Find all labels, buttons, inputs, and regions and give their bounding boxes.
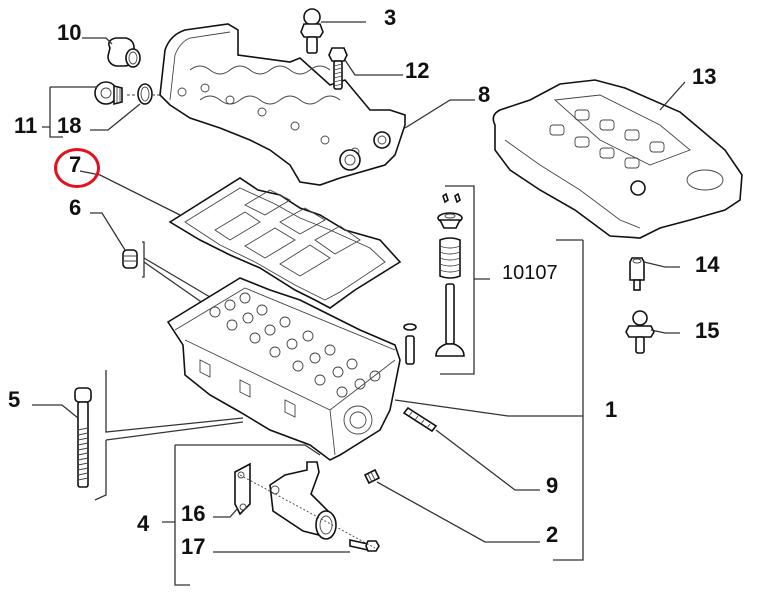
part-2-plug[interactable] xyxy=(363,468,381,485)
callout-10[interactable]: 10 xyxy=(57,20,82,45)
part-10-sealing-plug[interactable] xyxy=(107,37,141,68)
part-14-spacer-nut[interactable] xyxy=(629,257,645,291)
part-16-gasket[interactable] xyxy=(234,462,251,516)
callout-7[interactable]: 7 xyxy=(69,152,82,177)
part-4-thermostat-housing[interactable] xyxy=(269,461,337,540)
part-11-plug[interactable] xyxy=(94,81,123,106)
part-7-gasket[interactable] xyxy=(168,177,402,309)
part-8-camshaft-housing[interactable] xyxy=(159,23,406,186)
part-6-dowel-sleeve[interactable] xyxy=(122,249,138,269)
callout-13[interactable]: 13 xyxy=(692,64,717,89)
part-15-ball-stud[interactable] xyxy=(625,310,655,354)
part-13-engine-cover[interactable] xyxy=(492,79,743,239)
callout-11[interactable]: 11 xyxy=(14,113,38,138)
callout-17[interactable]: 17 xyxy=(181,534,206,559)
highlight-ring-7 xyxy=(54,148,100,188)
callout-8[interactable]: 8 xyxy=(478,82,491,107)
part-17-bolt[interactable] xyxy=(349,539,380,552)
callout-2[interactable]: 2 xyxy=(546,522,559,547)
callout-12[interactable]: 12 xyxy=(405,58,430,83)
part-5-head-bolt[interactable] xyxy=(74,387,92,488)
part-18-o-ring[interactable] xyxy=(137,83,153,105)
callout-15[interactable]: 15 xyxy=(695,318,720,343)
callout-1[interactable]: 1 xyxy=(605,397,618,422)
callout-14[interactable]: 14 xyxy=(695,252,720,277)
leader-lines xyxy=(32,21,686,561)
callout-9[interactable]: 9 xyxy=(546,473,559,498)
callout-16[interactable]: 16 xyxy=(181,501,206,526)
callout-6[interactable]: 6 xyxy=(69,195,82,220)
part-3-ball-stud[interactable] xyxy=(300,8,324,54)
callout-5[interactable]: 5 xyxy=(8,387,21,412)
part-10107-valve-assembly[interactable] xyxy=(403,192,465,365)
callout-18[interactable]: 18 xyxy=(57,113,82,138)
callout-10107[interactable]: 10107 xyxy=(502,262,558,284)
part-9-stud[interactable] xyxy=(402,406,438,433)
callout-3[interactable]: 3 xyxy=(384,5,397,30)
callout-4[interactable]: 4 xyxy=(137,511,150,536)
part-12-flange-bolt[interactable] xyxy=(328,47,348,90)
part-1-cylinder-head[interactable] xyxy=(166,277,401,461)
